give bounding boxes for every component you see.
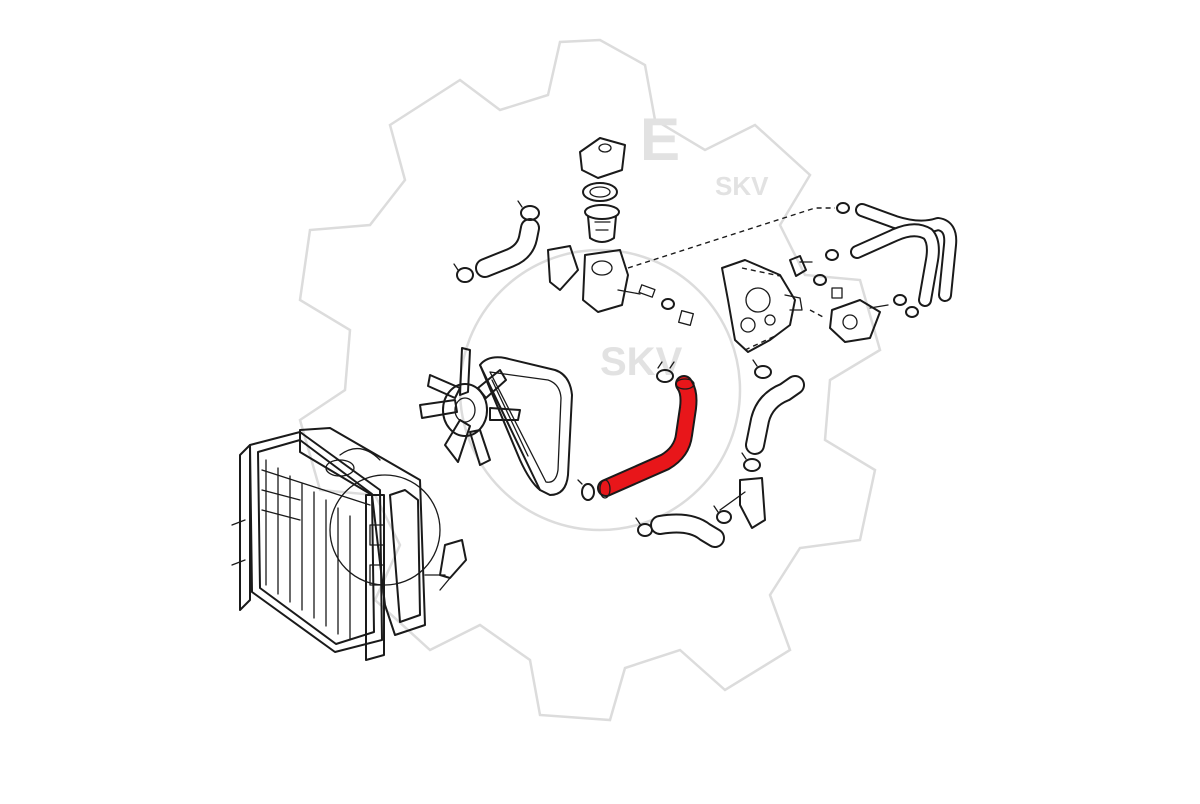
clamp-icon	[741, 452, 761, 472]
overflow-bracket	[424, 539, 467, 591]
lower-hose	[650, 477, 766, 548]
fan-shroud	[299, 427, 441, 636]
heater-valve	[829, 299, 889, 343]
radiator	[231, 431, 385, 661]
hose-fittings	[661, 298, 694, 326]
clamp-icon	[813, 274, 827, 286]
watermark-text-center: SKV	[600, 340, 683, 384]
clamp-icon	[517, 200, 540, 221]
upper-hose	[453, 200, 540, 283]
clamp-icon	[825, 249, 839, 261]
clamp-icon	[453, 263, 474, 283]
clamp-icon	[713, 505, 732, 524]
clamp-icon	[905, 306, 919, 318]
watermark-letter: E	[640, 106, 680, 173]
hose-clamps	[577, 359, 772, 537]
radiator-hose-highlighted	[597, 375, 698, 499]
water-pump	[721, 259, 803, 353]
clamp-icon	[893, 294, 907, 306]
heater-hoses	[789, 202, 958, 318]
water-inlet	[547, 245, 656, 313]
bypass-hose	[745, 375, 805, 455]
assembly-lines	[627, 207, 835, 351]
thermostat-housing	[579, 137, 626, 179]
cooling-fan	[419, 347, 521, 466]
clamp-icon	[577, 479, 595, 501]
watermark-logo: E SKV SKV	[298, 38, 882, 722]
clamp-icon	[752, 359, 772, 379]
clamp-icon	[661, 298, 675, 310]
clamp-icon	[836, 202, 850, 214]
clamp-icon	[656, 361, 675, 383]
drive-belt	[479, 356, 573, 496]
thermostat-gasket	[582, 182, 618, 202]
watermark-text-small: SKV	[715, 171, 769, 201]
thermostat	[584, 204, 620, 243]
